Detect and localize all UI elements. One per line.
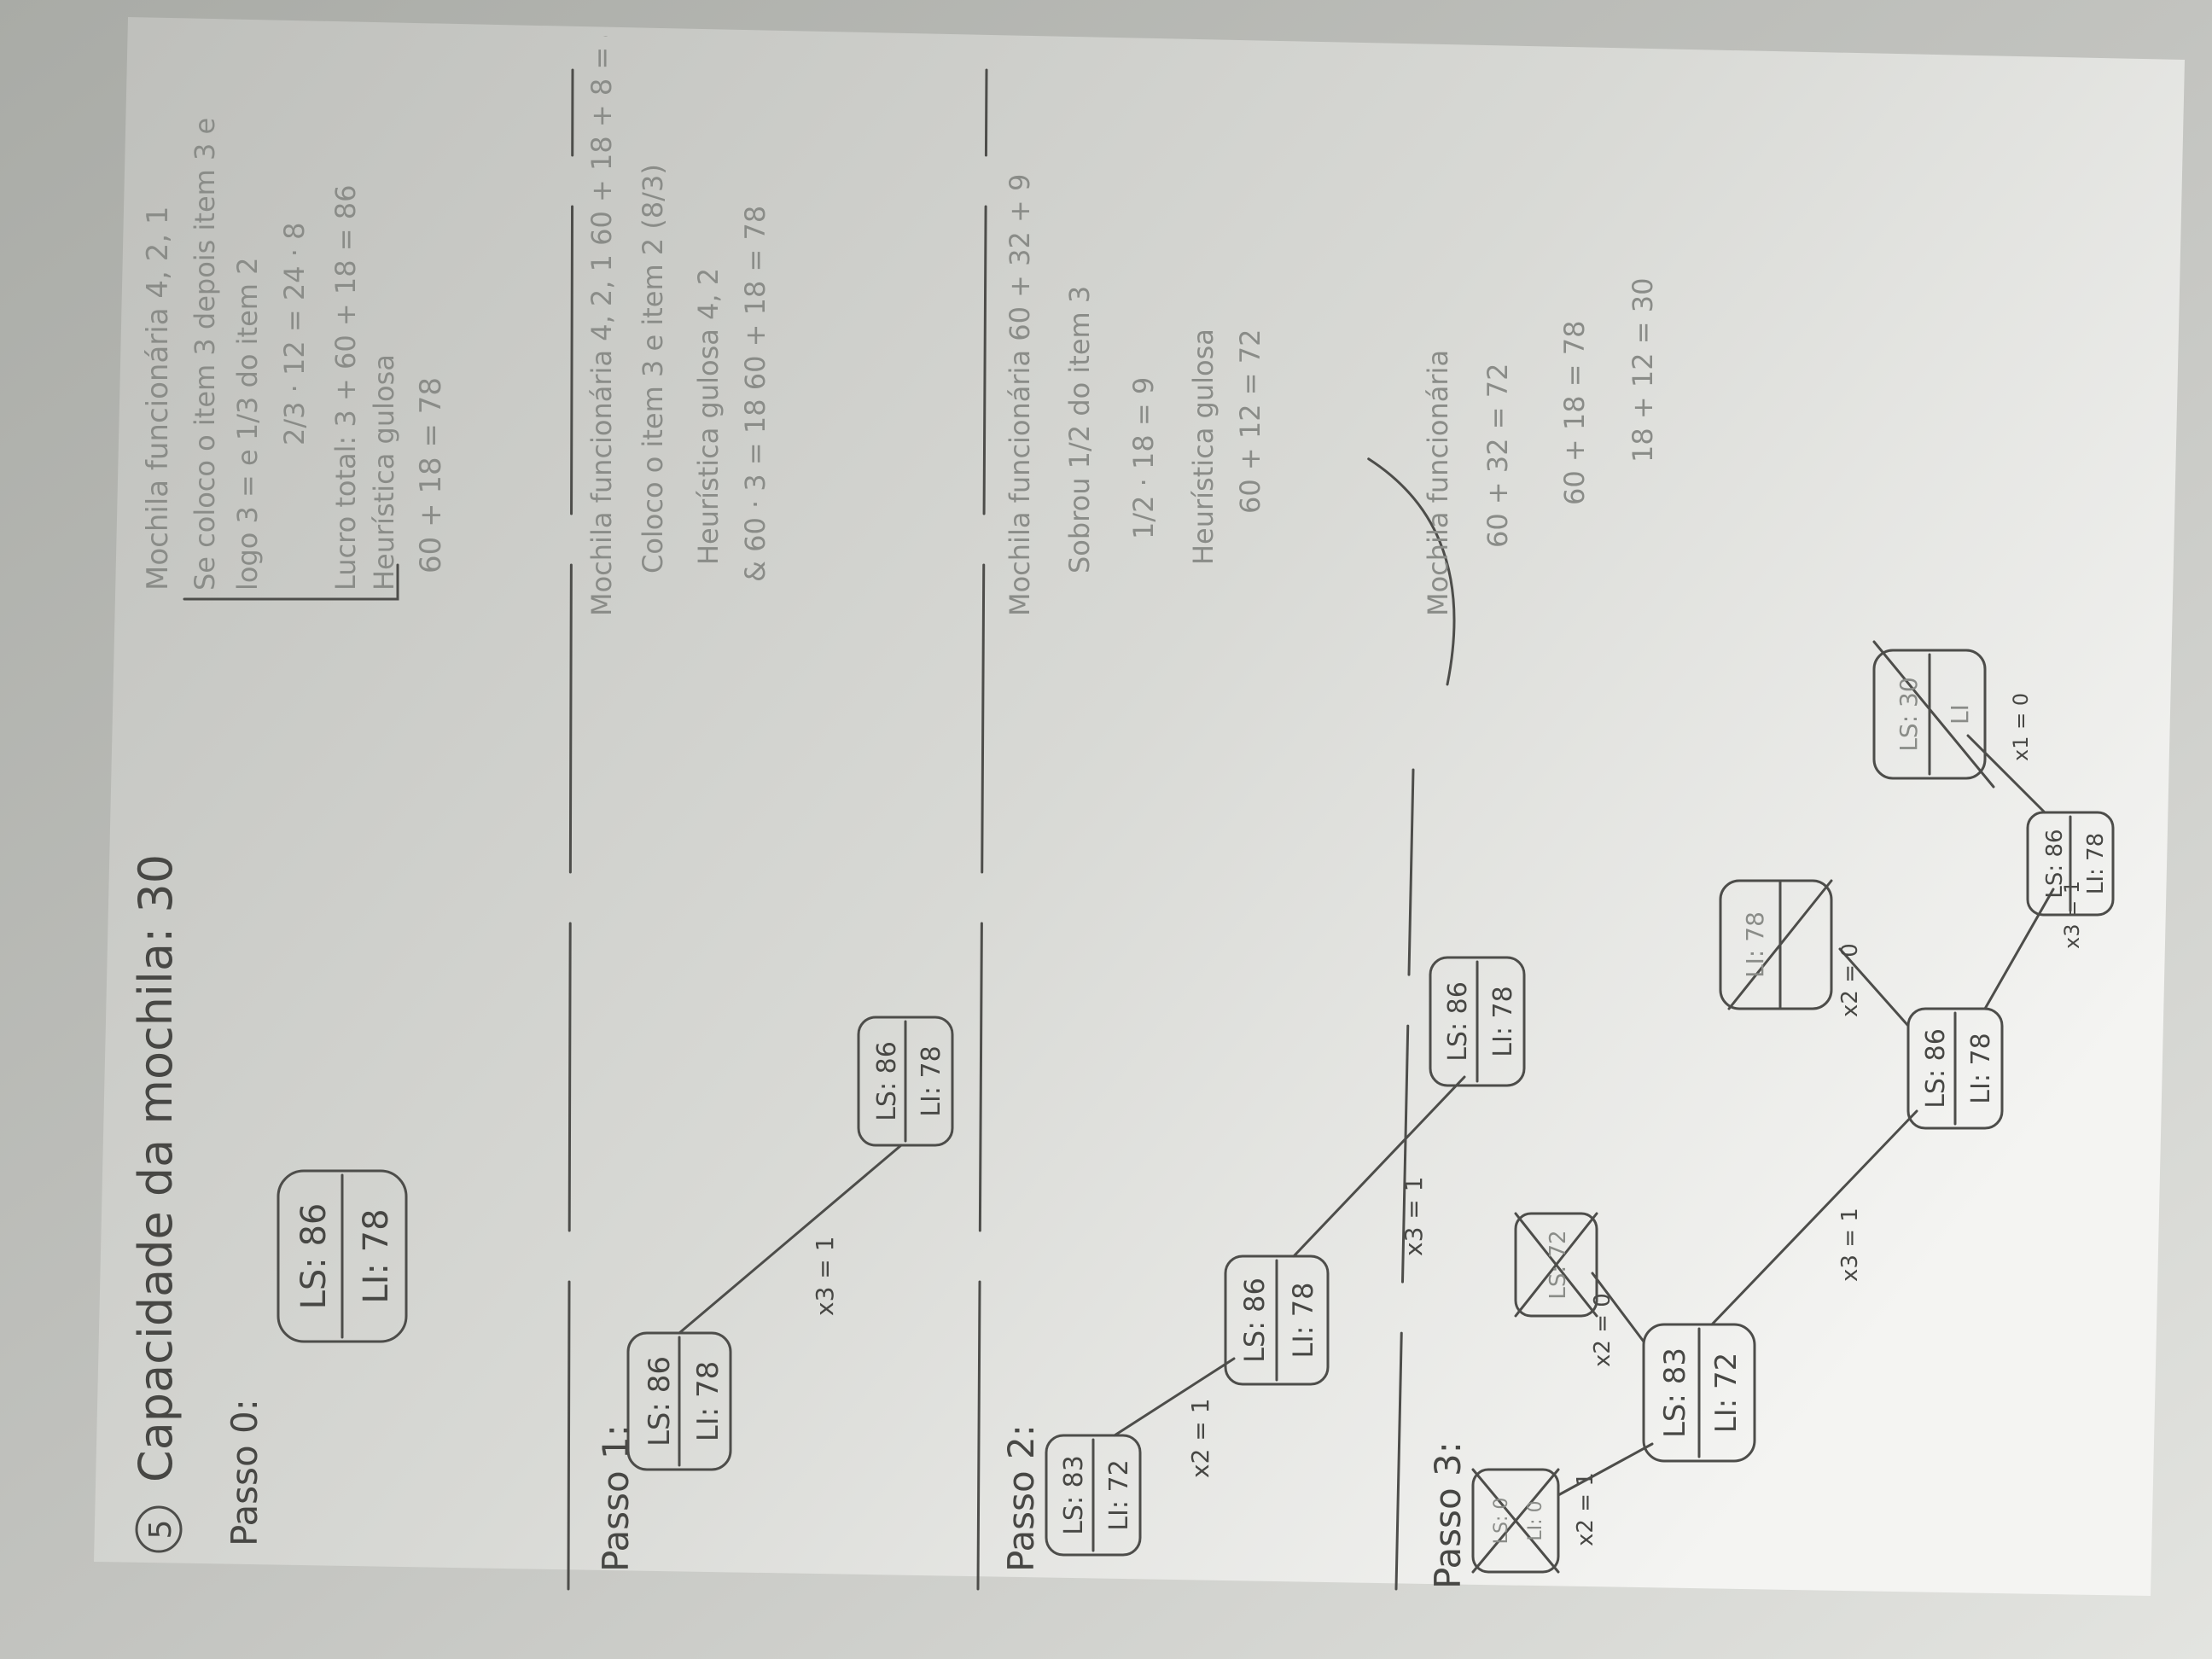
- step2-edge-a-label: x2 = 1: [1186, 1399, 1214, 1478]
- step3-node-crossed-c-ls: LI: 78: [1741, 911, 1769, 978]
- step1-node-a-li: LI: 78: [691, 1361, 725, 1442]
- step1-notes-line4: & 60 · 3 = 18 60 + 18 = 78: [739, 206, 771, 582]
- root-node: LS: 86 LI: 78: [276, 1169, 408, 1343]
- step1-edge-line: [678, 1144, 903, 1335]
- step3-node-c-li: LI: 78: [2083, 833, 2109, 894]
- step1-notes-line1: Mochila funcionária 4, 2, 1 60 + 18 + 8 …: [585, 36, 618, 616]
- step1-label: Passo 1:: [595, 1424, 637, 1572]
- step3-node-b-ls: LS: 86: [1921, 1028, 1951, 1109]
- step1-node-b: LS: 86 LI: 78: [857, 1016, 954, 1147]
- step3-node-crossed-a-ls: LS: 0: [1491, 1498, 1512, 1545]
- notes-top-bracket: [183, 563, 399, 601]
- step2-node-a-li: LI: 72: [1104, 1459, 1134, 1530]
- notes-top-line4: 2/3 · 12 = 24 · 8: [278, 223, 311, 445]
- step2-node-b-li: LI: 78: [1287, 1283, 1319, 1359]
- step2-label: Passo 2:: [1000, 1424, 1042, 1572]
- step3-node-c: LS: 86 LI: 78: [2026, 811, 2115, 917]
- step3-notes: Mochila funcionária 60 + 32 = 72 60 + 18…: [1422, 278, 1659, 616]
- notebook-content: 5 Capacidade da mochila: 30 Passo 0: LS:…: [65, 36, 2147, 1623]
- step2-edge-b-line: [1292, 1075, 1466, 1258]
- step2-node-a: LS: 83 LI: 72: [1045, 1434, 1142, 1557]
- step3-node-crossed-d-ls: LS: 30: [1895, 677, 1923, 751]
- step2-notes-line2: Sobrou 1/2 do item 3: [1063, 286, 1096, 573]
- step3-edge-c-label: x3 = 1: [1837, 1208, 1863, 1282]
- step3-edge-d-label: x2 = 0: [1837, 943, 1863, 1017]
- notes-top: Mochila funcionária 4, 2, 1 Se coloco o …: [141, 118, 448, 601]
- problem-number: 5: [143, 1520, 178, 1540]
- step3-notes-line3: 60 + 18 = 78: [1558, 321, 1591, 505]
- step3-node-b-li: LI: 78: [1966, 1033, 1996, 1103]
- step2-node-c-ls: LS: 86: [1443, 981, 1473, 1062]
- step2-node-b: LS: 86 LI: 78: [1224, 1254, 1330, 1386]
- page-title: Capacidade da mochila: 30: [129, 854, 183, 1482]
- root-li: LI: 78: [357, 1208, 396, 1303]
- step3-edge-f-label: x1 = 0: [2009, 693, 2033, 761]
- step3-node-b: LS: 86 LI: 78: [1906, 1007, 2004, 1130]
- step1-node-a-ls: LS: 86: [643, 1356, 677, 1447]
- step2-node-c-li: LI: 78: [1488, 986, 1518, 1057]
- step3-node-c-ls: LS: 86: [2042, 829, 2068, 898]
- problem-number-circle: [135, 1505, 183, 1553]
- step2-notes: Mochila funcionária 60 + 32 + 9 Sobrou 1…: [1004, 174, 1266, 616]
- step3-edge-c-line: [1710, 1109, 1918, 1326]
- step3-edge-a-line: [1557, 1442, 1654, 1497]
- step3-node-crossed-d: LS: 30 LI: [1872, 640, 1995, 789]
- step1-notes-line3: Heurística gulosa 4, 2: [692, 268, 725, 565]
- notes-top-line3: logo 3 = e 1/3 do item 2: [231, 258, 264, 591]
- step2-node-b-ls: LS: 86: [1238, 1278, 1271, 1363]
- step2-notes-line5: 60 + 12 = 72: [1234, 329, 1266, 514]
- step1-notes-line2: Coloco o item 3 e item 2 (8/3): [637, 164, 669, 573]
- step3-notes-line2: 60 + 32 = 72: [1481, 364, 1514, 548]
- step3-edge-a-label: x2 = 1: [1573, 1472, 1598, 1546]
- divider-2: [976, 68, 988, 1591]
- step3-node-a-ls: LS: 83: [1658, 1348, 1692, 1438]
- step3-node-crossed-a: LS: 0 LI: 0: [1471, 1468, 1560, 1574]
- step1-node-b-ls: LS: 86: [872, 1041, 902, 1121]
- step2-edge-a-line: [1113, 1357, 1236, 1437]
- notes-top-line2: Se coloco o item 3 depois item 3 e: [189, 118, 221, 591]
- step0-label: Passo 0:: [224, 1399, 265, 1546]
- step3-node-crossed-d-li: LI: [1946, 704, 1974, 725]
- notes-top-line7: 60 + 18 = 78: [414, 377, 448, 573]
- notes-top-line6: Heurística gulosa: [368, 354, 400, 591]
- step2-notes-line1: Mochila funcionária 60 + 32 + 9: [1004, 174, 1036, 616]
- step2-notes-line3: 1/2 · 18 = 9: [1127, 377, 1160, 539]
- step3-node-crossed-b: LS: 72: [1514, 1212, 1598, 1318]
- step3-notes-line4: 18 + 12 = 30: [1627, 278, 1659, 463]
- step1-edge-label: x3 = 1: [811, 1237, 839, 1316]
- notes-top-line1: Mochila funcionária 4, 2, 1: [141, 207, 175, 591]
- step3-label: Passo 3:: [1427, 1441, 1469, 1589]
- step2-node-c: LS: 86 LI: 78: [1429, 956, 1526, 1087]
- step3-edge-f-line: [1966, 734, 2046, 814]
- step3-edge-e-line: [1983, 888, 2055, 1010]
- step3-edge-b-label: x2 = 0: [1590, 1293, 1615, 1367]
- step2-node-a-ls: LS: 83: [1059, 1455, 1089, 1535]
- step3-notes-line1: Mochila funcionária: [1422, 350, 1454, 616]
- step3-edge-d-line: [1838, 947, 1910, 1027]
- step1-notes: Mochila funcionária 4, 2, 1 60 + 18 + 8 …: [585, 36, 771, 616]
- step3-node-crossed-b-ls: LS: 72: [1545, 1230, 1571, 1299]
- root-ls: LS: 86: [294, 1203, 334, 1310]
- step1-node-b-li: LI: 78: [917, 1045, 946, 1116]
- step3-node-a-li: LI: 72: [1709, 1353, 1743, 1434]
- step3-node-a: LS: 83 LI: 72: [1642, 1323, 1756, 1463]
- divider-1: [567, 68, 574, 1591]
- handwriting-layer: 5 Capacidade da mochila: 30 Passo 0: LS:…: [129, 36, 2115, 1591]
- step1-node-a: LS: 86 LI: 78: [626, 1331, 732, 1471]
- step2-notes-line4: Heurística gulosa: [1187, 329, 1220, 565]
- step3-node-crossed-c: LI: 78: [1719, 879, 1833, 1010]
- divider-3: [1343, 444, 1456, 1591]
- step3-edge-b-line: [1591, 1272, 1645, 1343]
- notes-top-line5: Lucro total: 3 + 60 + 18 = 86: [329, 185, 362, 591]
- paper-sheet: [94, 17, 2185, 1596]
- step3-node-crossed-a-li: LI: 0: [1525, 1500, 1546, 1540]
